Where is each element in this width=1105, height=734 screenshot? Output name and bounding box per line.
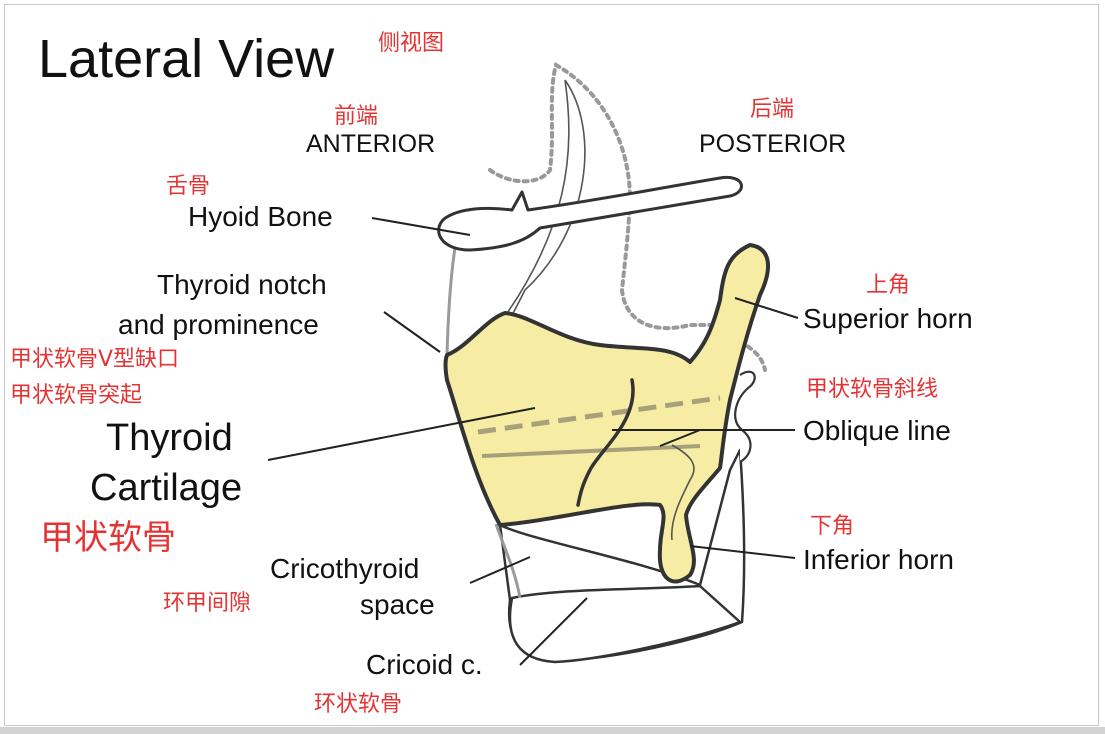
thyroid-cartilage <box>443 243 771 584</box>
cricoid-label-cn: 环状软骨 <box>314 692 402 717</box>
inferior-horn-inner <box>670 444 695 541</box>
thyroid-inner-curve <box>576 378 635 507</box>
hyoid-label-cn: 舌骨 <box>166 174 210 199</box>
notch-label-cn1: 甲状软骨V型缺口 <box>10 347 179 372</box>
cricoid-label: Cricoid c. <box>366 649 483 680</box>
inferior-horn-label-cn: 下角 <box>810 514 854 539</box>
oblique-line-dashed <box>477 395 721 435</box>
oblique-line-label-cn: 甲状软骨斜线 <box>806 377 938 402</box>
leader-thyroid <box>267 407 536 461</box>
thyroid-label-line2: Cartilage <box>90 467 242 509</box>
notch-label-line2: and prominence <box>118 309 319 340</box>
leader-oblique-b <box>659 429 701 447</box>
notch-label-cn2: 甲状软骨突起 <box>10 383 142 408</box>
cricothyroid-label-line2: space <box>360 589 435 620</box>
inferior-horn-label: Inferior horn <box>803 544 954 575</box>
leader-superior-horn <box>734 297 799 319</box>
thyroid-label-line1: Thyroid <box>106 417 233 459</box>
anterior-label-cn: 前端 <box>334 104 378 129</box>
cricothyroid-label-line1: Cricothyroid <box>270 553 419 584</box>
thyrohyoid-membrane-edge <box>445 247 457 356</box>
page-title: Lateral View <box>38 29 335 89</box>
superior-horn-label-cn: 上角 <box>866 273 910 298</box>
page-title-cn: 侧视图 <box>378 31 444 56</box>
posterior-tubercle <box>734 370 756 463</box>
oblique-line-label: Oblique line <box>803 415 951 446</box>
hyoid-bone <box>437 175 743 252</box>
bottom-rule <box>0 727 1105 734</box>
notch-label-line1: Thyroid notch <box>157 269 327 300</box>
leader-hyoid <box>371 217 471 236</box>
leader-cricoid <box>519 597 588 666</box>
hyoid-label: Hyoid Bone <box>188 201 333 232</box>
cricothyroid-label-cn: 环甲间隙 <box>163 591 251 616</box>
anterior-label: ANTERIOR <box>306 130 435 158</box>
posterior-label: POSTERIOR <box>699 130 846 158</box>
leader-cricothyroid <box>469 556 531 584</box>
cricothyroid-membrane-edge <box>494 523 522 599</box>
thyroid-label-cn: 甲状软骨 <box>40 518 176 558</box>
superior-horn-label: Superior horn <box>803 303 973 334</box>
posterior-label-cn: 后端 <box>750 97 794 122</box>
leader-notch <box>383 311 441 353</box>
leader-lines <box>267 217 799 666</box>
cricoid-arch <box>508 584 742 664</box>
oblique-line-solid <box>481 444 701 458</box>
leader-inferior-horn <box>689 545 796 559</box>
